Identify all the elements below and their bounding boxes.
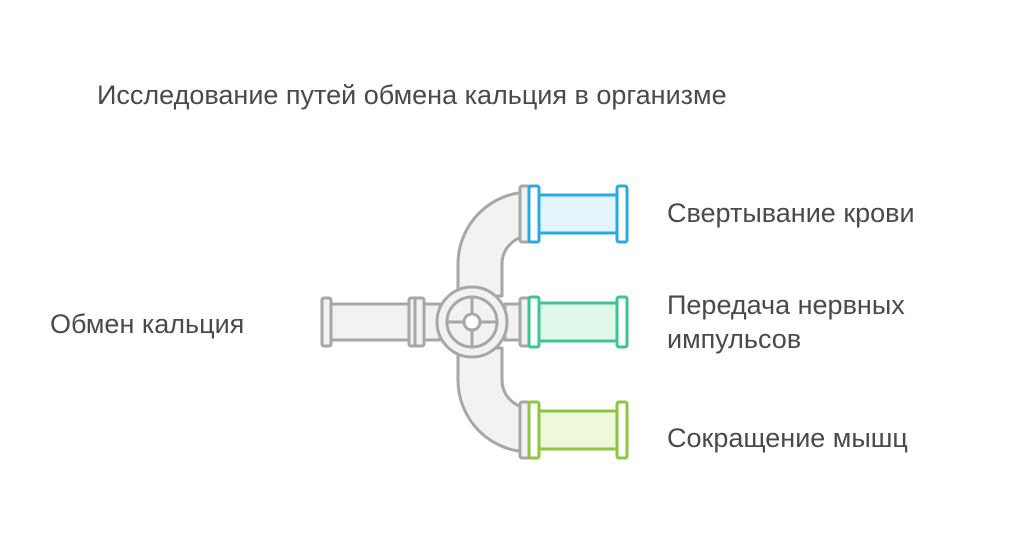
output-pipe-nerve-impulses [527, 295, 629, 349]
source-pipe [320, 296, 442, 348]
lower-elbow-pipe [456, 346, 532, 460]
diagram-title: Исследование путей обмена кальция в орга… [97, 80, 727, 110]
output-label-nerve-impulses: Передача нервных импульсов [667, 290, 905, 354]
upper-elbow-pipe [456, 184, 532, 298]
output-label-muscle-contraction: Сокращение мышц [667, 423, 908, 453]
valve-junction [435, 285, 509, 359]
output-pipe-blood-clotting [527, 184, 629, 244]
output-label-blood-clotting: Свертывание крови [667, 198, 915, 228]
output-pipe-muscle-contraction [527, 400, 629, 460]
source-label: Обмен кальция [50, 309, 245, 339]
middle-connector-pipe [503, 296, 532, 348]
